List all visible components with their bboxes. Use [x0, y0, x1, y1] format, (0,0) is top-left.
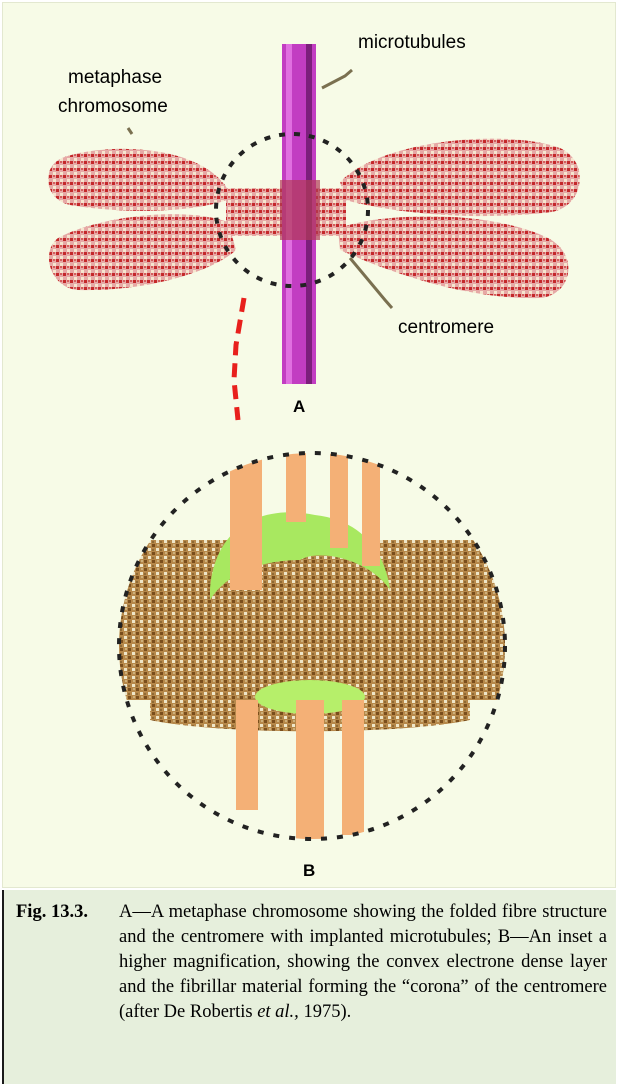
microtubule-bundle: [280, 44, 320, 384]
panel-label-a: A: [293, 397, 305, 416]
inset-magnified-view: [100, 430, 530, 840]
label-microtubules: microtubules: [358, 32, 466, 53]
label-metaphase-line2: chromosome: [58, 96, 168, 117]
label-metaphase-line1: metaphase: [68, 67, 162, 88]
fibrillar-material: [100, 540, 530, 700]
caption-text-italic: et al.,: [257, 1002, 299, 1022]
chromatid-lower-left: [49, 214, 236, 290]
chromatid-upper-right: [340, 139, 580, 217]
chromatid-upper-left: [48, 149, 232, 211]
caption-text-main: A—A metaphase chromosome showing the fol…: [119, 902, 607, 1022]
centromere-diagram: metaphase chromosome microtubules centro…: [0, 0, 618, 890]
caption-label: Fig. 13.3.: [16, 900, 88, 925]
label-centromere: centromere: [398, 317, 494, 338]
caption-text: A—A metaphase chromosome showing the fol…: [119, 900, 607, 1025]
panel-label-b: B: [303, 861, 315, 880]
figure-caption: Fig. 13.3. A—A metaphase chromosome show…: [2, 890, 616, 1084]
inset-connector-line: [234, 298, 244, 420]
caption-text-end: 1975).: [299, 1002, 351, 1022]
